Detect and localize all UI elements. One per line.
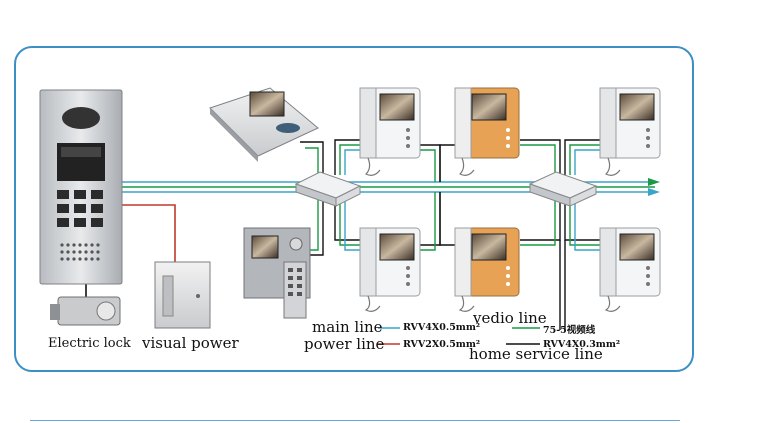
visual-power-label: visual power bbox=[142, 334, 239, 352]
indoor-monitor-1 bbox=[359, 87, 421, 176]
branch-lines-left bbox=[300, 139, 455, 256]
indoor-monitor-4 bbox=[454, 227, 520, 312]
vedio-line-label: vedio line bbox=[473, 309, 547, 327]
power-line-label: power line bbox=[304, 335, 385, 353]
bottom-divider bbox=[30, 420, 680, 421]
distributor-box-left bbox=[294, 171, 362, 207]
electric-lock-label: Electric lock bbox=[48, 336, 131, 351]
power-line-spec: RVV2X0.5mm² bbox=[403, 339, 481, 350]
electric-lock bbox=[50, 296, 121, 326]
indoor-monitor-5 bbox=[599, 87, 661, 176]
main-line-spec: RVV4X0.5mm² bbox=[403, 322, 481, 333]
branch-lines-right bbox=[520, 139, 600, 330]
vedio-line-spec: 75-5视频线 bbox=[543, 325, 596, 336]
desk-monitor bbox=[209, 87, 319, 162]
power-supply-box bbox=[154, 261, 211, 329]
diagram-frame bbox=[14, 46, 694, 372]
indoor-monitor-6 bbox=[599, 227, 661, 312]
indoor-monitor-2 bbox=[359, 227, 421, 312]
indoor-monitor-3 bbox=[454, 87, 520, 176]
legend-swatches bbox=[378, 327, 540, 345]
distributor-box-right bbox=[528, 171, 598, 207]
guard-unit bbox=[243, 227, 311, 319]
main-line-label: main line bbox=[312, 318, 383, 336]
home-service-spec: RVV4X0.3mm² bbox=[543, 339, 621, 350]
door-station-panel bbox=[39, 89, 123, 285]
home-service-line-label: home service line bbox=[469, 345, 603, 363]
